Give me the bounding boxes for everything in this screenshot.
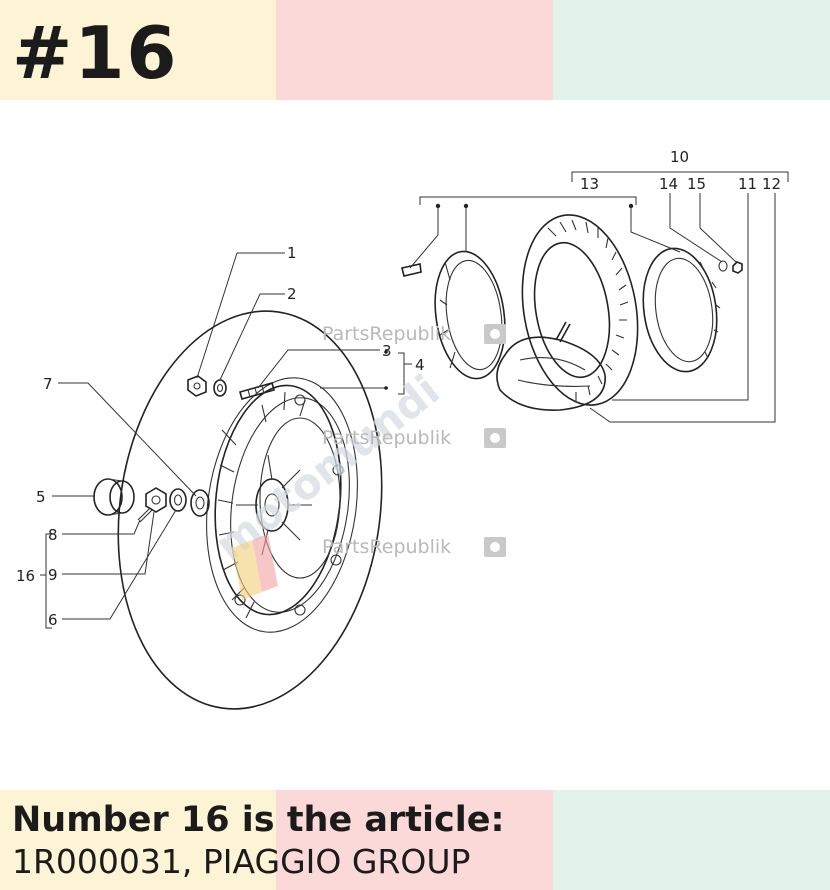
rim-half-inner <box>434 250 506 380</box>
hub-nut-part-5 <box>93 478 135 516</box>
footer-band <box>0 790 830 890</box>
callout-16: 16 <box>16 567 35 585</box>
callout-3: 3 <box>382 342 392 360</box>
rim-half-outer <box>642 247 721 373</box>
header-band-mint <box>553 0 830 100</box>
header-band-pink <box>276 0 553 100</box>
wheel-exploded-diagram: 1 2 3 4 5 6 7 8 9 10 11 12 13 14 15 16 m… <box>16 148 789 710</box>
footer-band-pink <box>276 790 553 890</box>
callout-7: 7 <box>43 375 53 393</box>
header-band <box>0 0 830 100</box>
watermark-flag-icon <box>232 534 278 600</box>
leader-lines <box>40 171 789 629</box>
washer-part-6 <box>169 488 187 512</box>
footer-band-yellow <box>0 790 276 890</box>
callout-2: 2 <box>287 285 297 303</box>
callout-5: 5 <box>36 488 46 506</box>
callout-labels: 1 2 3 4 5 6 7 8 9 10 11 12 13 14 15 16 <box>16 148 781 629</box>
nut-part-9 <box>145 487 167 513</box>
callout-4: 4 <box>415 356 425 374</box>
caption-article: 1R000031, PIAGGIO GROUP <box>12 842 471 881</box>
nut-part-15 <box>732 261 743 274</box>
callout-14: 14 <box>659 175 678 193</box>
washer-part-14 <box>718 260 728 272</box>
watermark-1: PartsRepublik <box>322 323 451 345</box>
valve-bolt <box>401 263 422 277</box>
callout-15: 15 <box>687 175 706 193</box>
callout-10: 10 <box>670 148 689 166</box>
spacer-part-7 <box>190 489 210 517</box>
footer-band-mint <box>553 790 830 890</box>
header-band-yellow <box>0 0 276 100</box>
callout-12: 12 <box>762 175 781 193</box>
nut-part-1 <box>187 375 207 397</box>
caption-heading: Number 16 is the article: <box>12 800 505 840</box>
callout-13: 13 <box>580 175 599 193</box>
callout-8: 8 <box>48 526 58 544</box>
watermarks: motomundi PartsRepublik PartsRepublik Pa… <box>206 323 506 600</box>
watermark-2: PartsRepublik <box>322 427 451 449</box>
washer-part-2 <box>213 379 227 397</box>
watermark-logo-icons <box>484 324 506 557</box>
split-pin-part-8 <box>137 507 153 523</box>
inner-tube <box>496 321 606 411</box>
part-number-title: #16 <box>12 11 179 95</box>
callout-11: 11 <box>738 175 757 193</box>
watermark-3: PartsRepublik <box>322 536 451 558</box>
stud-part-3 <box>239 382 275 400</box>
callout-9: 9 <box>48 566 58 584</box>
brake-drum-hub <box>214 384 344 619</box>
callout-6: 6 <box>48 611 58 629</box>
callout-1: 1 <box>287 244 297 262</box>
tire-tread <box>521 214 639 406</box>
